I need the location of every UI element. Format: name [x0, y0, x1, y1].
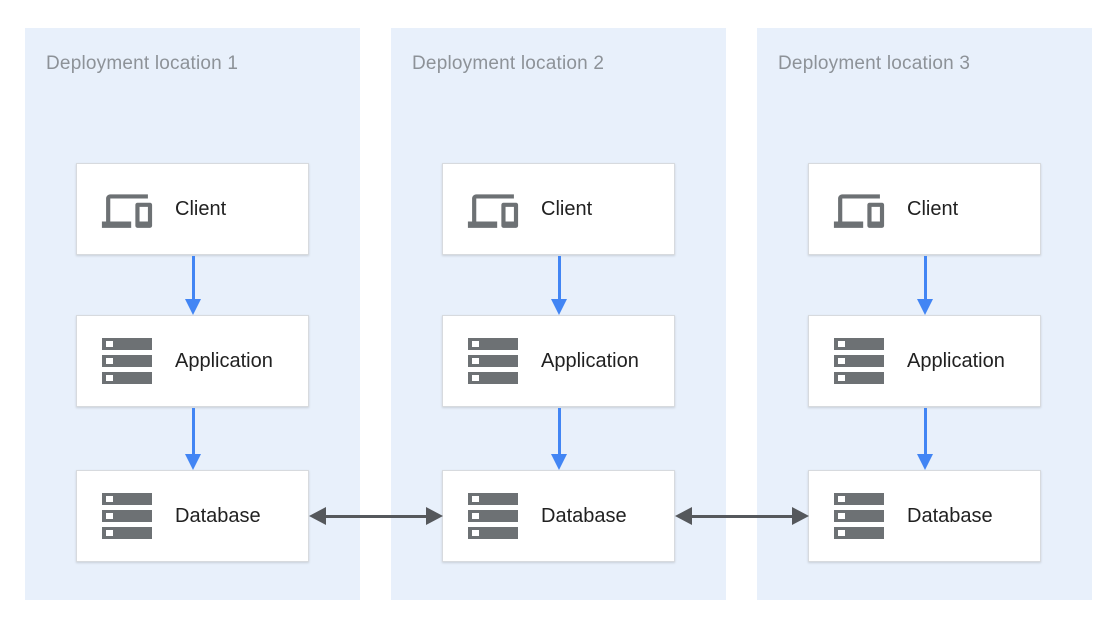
storage-icon — [465, 336, 521, 386]
client-node: Client — [808, 163, 1041, 255]
flow-arrow-client-to-application — [551, 256, 567, 315]
database-node: Database — [76, 470, 309, 562]
client-node: Client — [76, 163, 309, 255]
panel-title: Deployment location 3 — [778, 53, 971, 74]
client-node: Client — [442, 163, 675, 255]
storage-icon — [831, 491, 887, 541]
database-node: Database — [442, 470, 675, 562]
node-label: Application — [541, 349, 639, 372]
replication-arrow-db2-db3 — [675, 506, 809, 526]
node-label: Client — [907, 197, 959, 220]
database-node: Database — [808, 470, 1041, 562]
panel-title: Deployment location 2 — [412, 53, 605, 74]
node-label: Client — [541, 197, 593, 220]
node-label: Client — [175, 197, 227, 220]
application-node: Application — [76, 315, 309, 407]
flow-arrow-application-to-database — [551, 408, 567, 470]
node-label: Database — [907, 504, 993, 527]
storage-icon — [831, 336, 887, 386]
storage-icon — [465, 491, 521, 541]
panel-deployment-location-3: Deployment location 3 Client Application… — [757, 28, 1092, 600]
flow-arrow-client-to-application — [185, 256, 201, 315]
storage-icon — [99, 491, 155, 541]
flow-arrow-client-to-application — [917, 256, 933, 315]
devices-icon — [831, 184, 887, 234]
node-label: Application — [175, 349, 273, 372]
node-label: Database — [175, 504, 261, 527]
node-label: Database — [541, 504, 627, 527]
application-node: Application — [808, 315, 1041, 407]
application-node: Application — [442, 315, 675, 407]
flow-arrow-application-to-database — [185, 408, 201, 470]
devices-icon — [465, 184, 521, 234]
storage-icon — [99, 336, 155, 386]
panel-title: Deployment location 1 — [46, 53, 239, 74]
replication-arrow-db1-db2 — [309, 506, 443, 526]
panel-deployment-location-2: Deployment location 2 Client Application… — [391, 28, 726, 600]
node-label: Application — [907, 349, 1005, 372]
flow-arrow-application-to-database — [917, 408, 933, 470]
devices-icon — [99, 184, 155, 234]
panel-deployment-location-1: Deployment location 1 Client Application… — [25, 28, 360, 600]
